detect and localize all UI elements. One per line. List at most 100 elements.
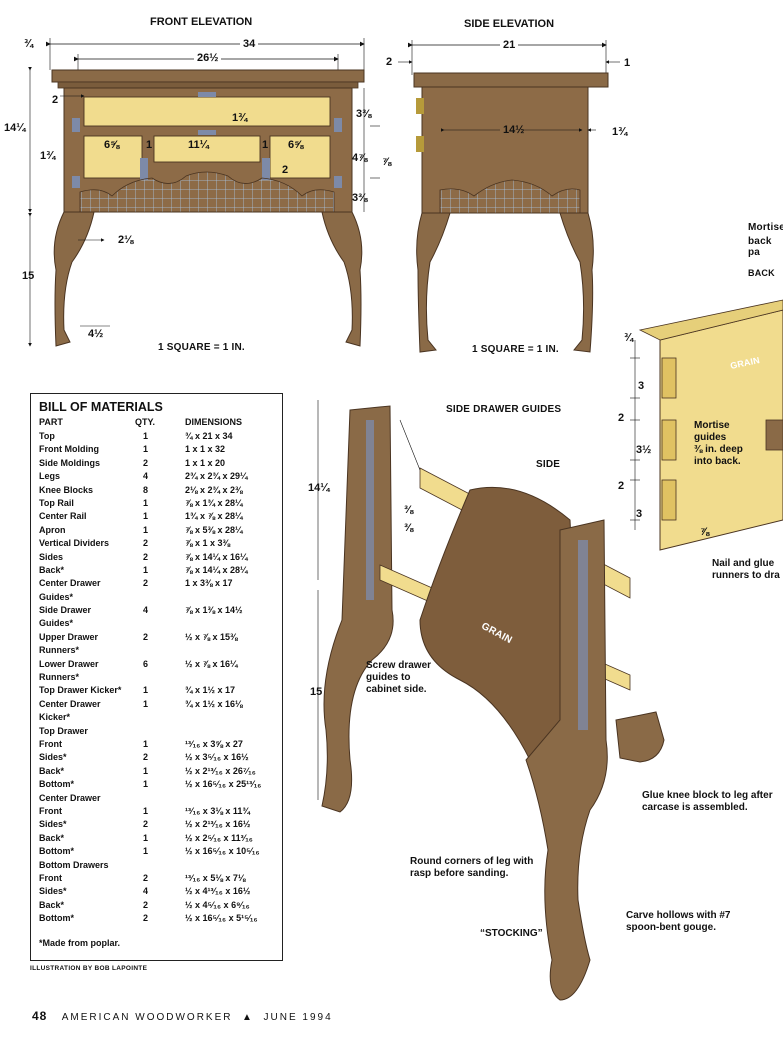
bom-qty: 1 (143, 779, 149, 790)
bom-part: Top (39, 431, 55, 441)
bom-dim: 2¾ x 2¾ x 29¼ (185, 471, 248, 482)
mortise-guides-note: Mortise guides ⅜ in. deep into back. (694, 420, 743, 468)
knee-block-note: Glue knee block to leg after carcase is … (642, 790, 773, 813)
bom-qty: 1 (143, 524, 149, 535)
footer-separator: ▲ (242, 1012, 254, 1023)
dim-top-molding: 1¾ (612, 126, 628, 138)
bom-part: Back* (39, 765, 65, 776)
bom-row: Legs 4 2¾ x 2¾ x 29¼ (39, 470, 279, 483)
back-gap-dim: ⅞ (700, 526, 710, 538)
bom-part: Center Drawer (39, 578, 101, 589)
bom-qty: 1 (143, 444, 149, 455)
bom-row: Bottom Drawers (39, 859, 279, 872)
bom-dim: ⅞ x 1¾ x 28¼ (185, 497, 243, 508)
bom-dim: ½ x 4⁵⁄₁₆ x 6⁹⁄₁₆ (185, 899, 250, 910)
dim-center-apron: 2 (282, 164, 289, 176)
back-dim-6: 3 (636, 508, 643, 520)
dim-rail-gap: ⅞ (382, 156, 392, 168)
bom-row: Guides* (39, 617, 279, 630)
bom-part: Center Drawer (39, 792, 101, 803)
dim-side-panel: 14½ (503, 124, 525, 136)
round-corners-note: Round corners of leg with rasp before sa… (410, 856, 534, 879)
bom-dim: ½ x 16⁵⁄₁₆ x 10⁵⁄₁₆ (185, 846, 260, 857)
bom-part: Top Rail (39, 497, 74, 508)
exploded-height-leg: 15 (310, 686, 323, 698)
front-elevation-title: FRONT ELEVATION (150, 16, 253, 28)
bom-part: Side Drawer (39, 605, 92, 616)
dim-knee: 2⅛ (118, 234, 134, 246)
bom-dim: ¹³⁄₁₆ x 5⅛ x 7⅛ (185, 872, 246, 883)
bom-qty: 2 (143, 578, 149, 589)
bom-part: Kicker* (39, 712, 71, 723)
dim-top-rail: 2 (52, 94, 59, 106)
bom-qty: 1 (143, 685, 149, 696)
front-elevation-drawing (28, 38, 380, 347)
issue-date: JUNE 1994 (263, 1012, 333, 1023)
back-label: BACK (748, 268, 775, 278)
bom-dim: ¾ x 1½ x 16⅛ (185, 698, 243, 709)
bom-title: BILL OF MATERIALS (39, 400, 163, 414)
bom-part: Front Molding (39, 444, 99, 455)
dim-upper-height: 3⅜ (356, 108, 372, 120)
carve-hollows-note: Carve hollows with #7 spoon-bent gouge. (626, 910, 731, 933)
dim-side-drawer-left: 6⅝ (104, 139, 120, 151)
bom-row: Guides* (39, 591, 279, 604)
bom-qty: 1 (143, 738, 149, 749)
bom-qty: 2 (143, 551, 149, 562)
dim-upper-drawer: 1¾ (232, 112, 248, 124)
bom-qty: 2 (143, 631, 149, 642)
bom-dim: ½ x 2⁵⁄₁₆ x 11³⁄₁₆ (185, 832, 253, 843)
side-label: SIDE (536, 459, 561, 470)
back-mortise-top: Mortise (748, 222, 783, 233)
bom-footnote: *Made from poplar. (39, 938, 121, 948)
dim-side-drawer-right: 6⅝ (288, 139, 304, 151)
bom-part: Sides* (39, 752, 67, 763)
bom-part: Back* (39, 899, 65, 910)
bom-dim: ½ x 16⁵⁄₁₆ x 5¹⁵⁄₁₆ (185, 913, 258, 924)
bom-part: Front (39, 872, 62, 883)
bom-header-part: PART (39, 417, 63, 427)
bom-qty: 1 (143, 511, 149, 522)
bom-qty: 1 (143, 765, 149, 776)
bom-dim: ⅞ x 14¼ x 28¼ (185, 564, 248, 575)
magazine-name: AMERICAN WOODWORKER (61, 1012, 233, 1023)
bom-header-qty: QTY. (135, 417, 156, 427)
dim-overhang-left: 2 (386, 56, 393, 68)
bom-dim: ½ x ⅞ x 16¼ (185, 658, 238, 669)
bom-part: Guides* (39, 591, 74, 602)
bom-dim: ¾ x 1½ x 17 (185, 685, 236, 696)
bom-part: Legs (39, 471, 61, 482)
bom-part: Center Drawer (39, 698, 101, 709)
bom-qty: 1 (143, 698, 149, 709)
exploded-height-top: 14¼ (308, 482, 330, 494)
bom-qty: 1 (143, 564, 149, 575)
bom-part: Upper Drawer (39, 631, 99, 642)
bom-qty: 4 (143, 471, 149, 482)
bom-qty: 2 (143, 913, 149, 924)
bom-dim: ½ x 2¹³⁄₁₆ x 26⁷⁄₁₆ (185, 765, 256, 776)
bom-dim: ½ x 4¹³⁄₁₆ x 16½ (185, 886, 251, 897)
side-elevation-title: SIDE ELEVATION (464, 18, 555, 30)
bom-part: Back* (39, 832, 65, 843)
bom-part: Back* (39, 564, 65, 575)
bom-qty: 1 (143, 832, 149, 843)
bom-dim: ½ x 16⁵⁄₁₆ x 25¹³⁄₁₆ (185, 779, 262, 790)
bom-header-dim: DIMENSIONS (185, 417, 243, 427)
back-dim-1: ¾ (624, 332, 634, 344)
exploded-view-drawing (317, 400, 665, 1001)
